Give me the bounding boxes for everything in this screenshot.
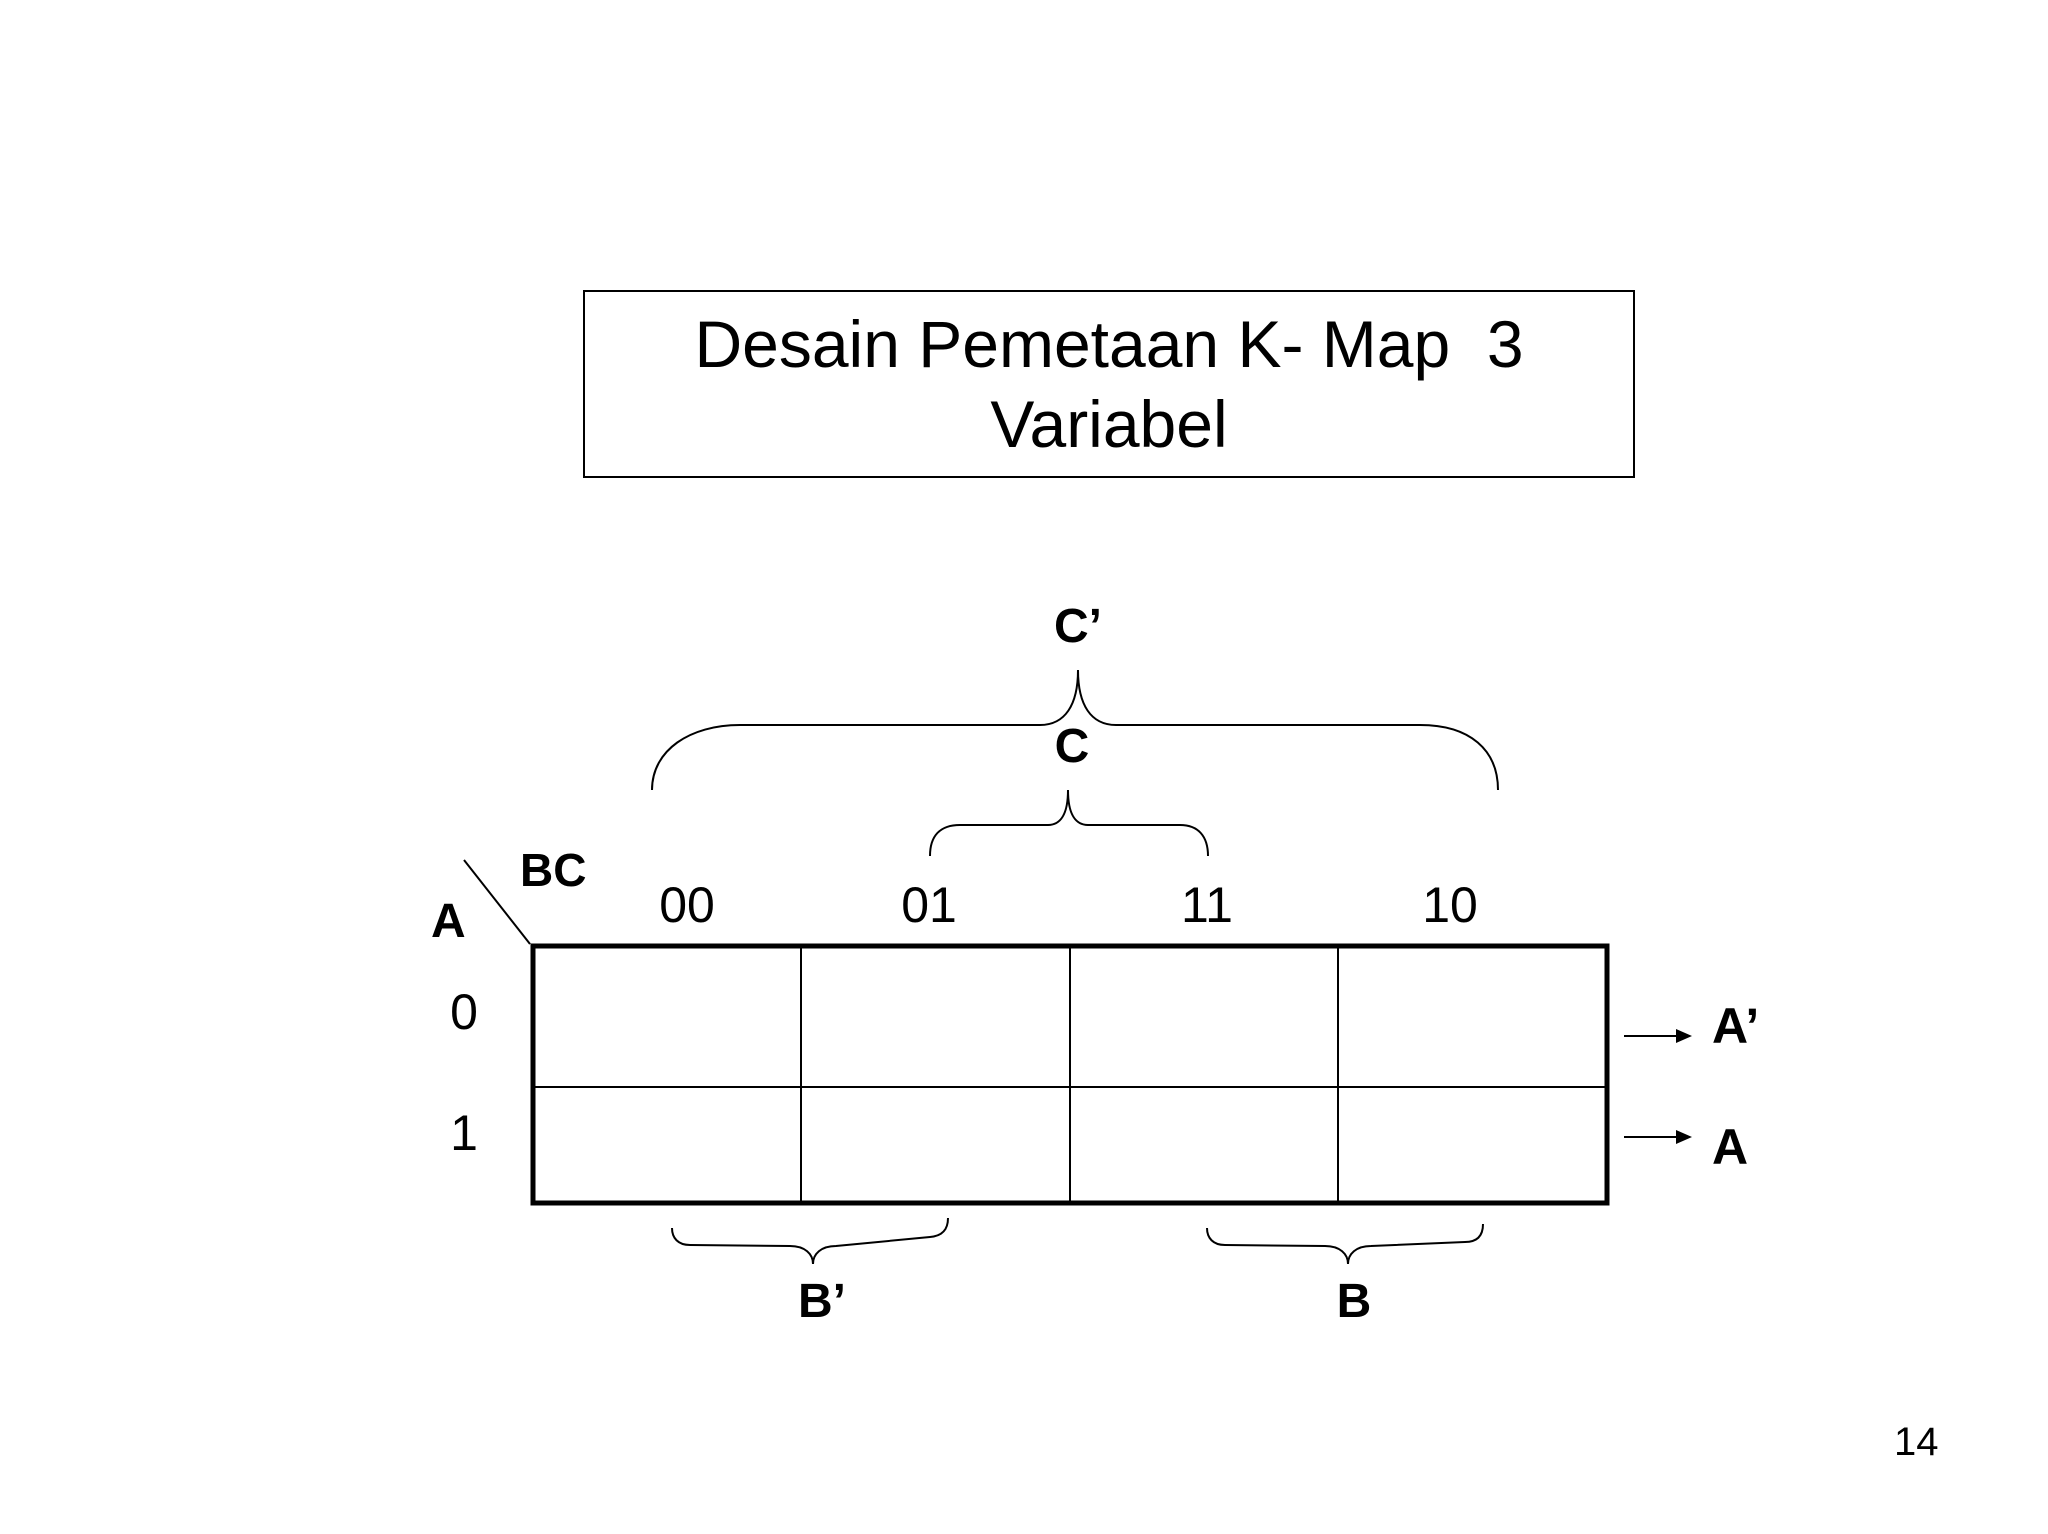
column-header-00: 00 bbox=[659, 877, 715, 933]
b-label: B bbox=[1337, 1275, 1372, 1328]
column-variable-label: BC bbox=[520, 844, 586, 896]
c-bracket bbox=[929, 789, 1209, 857]
b-prime-bracket bbox=[671, 1217, 949, 1265]
c-prime-bracket bbox=[651, 669, 1499, 791]
slide-title-line-2: Variabel bbox=[990, 387, 1228, 461]
row-term-a-prime: A’ bbox=[1712, 998, 1759, 1054]
a-arrow-icon bbox=[1624, 1130, 1692, 1144]
column-header-01: 01 bbox=[901, 877, 957, 933]
row-header-0: 0 bbox=[450, 984, 478, 1040]
column-header-10: 10 bbox=[1422, 877, 1478, 933]
c-label: C bbox=[1055, 720, 1090, 773]
title-box: Desain Pemetaan K- Map 3 Variabel bbox=[583, 290, 1635, 478]
slide-title-line-1: Desain Pemetaan K- Map 3 bbox=[694, 307, 1524, 381]
b-bracket bbox=[1206, 1223, 1484, 1265]
column-header-11: 11 bbox=[1181, 877, 1233, 933]
b-prime-label: B’ bbox=[798, 1275, 846, 1328]
row-term-a: A bbox=[1712, 1119, 1748, 1175]
kmap-grid bbox=[530, 943, 1610, 1206]
c-prime-label: C’ bbox=[1054, 600, 1102, 653]
page-number: 14 bbox=[1894, 1420, 1939, 1464]
row-variable-label: A bbox=[431, 895, 466, 948]
a-prime-arrow-icon bbox=[1624, 1029, 1692, 1043]
corner-diagonal bbox=[463, 859, 531, 945]
row-header-1: 1 bbox=[450, 1105, 478, 1161]
